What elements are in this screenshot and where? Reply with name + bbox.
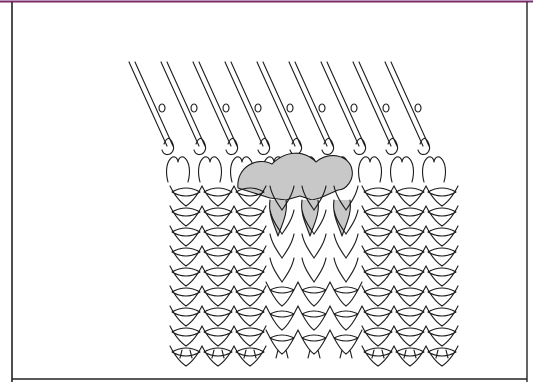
- knitting-diagram-scan: [0, 0, 533, 382]
